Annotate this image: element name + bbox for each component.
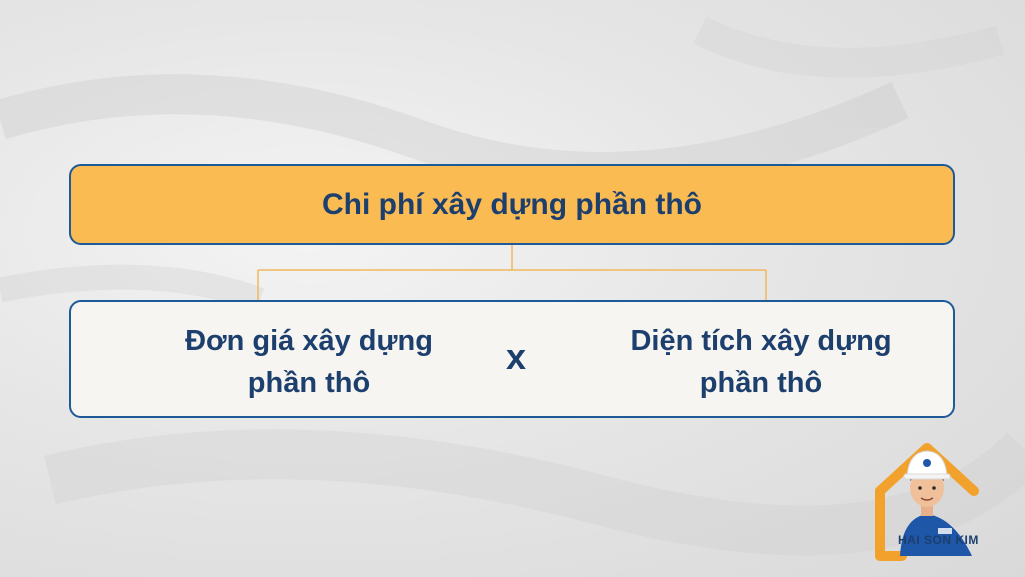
total-cost-box: Chi phí xây dựng phần thô bbox=[69, 164, 955, 245]
area-term: Diện tích xây dựng phần thô bbox=[611, 320, 911, 404]
total-cost-label: Chi phí xây dựng phần thô bbox=[321, 187, 703, 221]
multiply-operator: x bbox=[505, 336, 527, 377]
hai-son-kim-logo bbox=[875, 443, 979, 561]
area-label: Diện tích xây dựng phần thô bbox=[630, 325, 892, 399]
logo-text: HAI SON KIM bbox=[898, 533, 979, 547]
unit-price-label: Đơn giá xây dựng phần thô bbox=[185, 325, 433, 399]
formula-box: Đơn giá xây dựng phần thô x Diện tích xâ… bbox=[69, 300, 955, 418]
unit-price-term: Đơn giá xây dựng phần thô bbox=[159, 320, 459, 404]
